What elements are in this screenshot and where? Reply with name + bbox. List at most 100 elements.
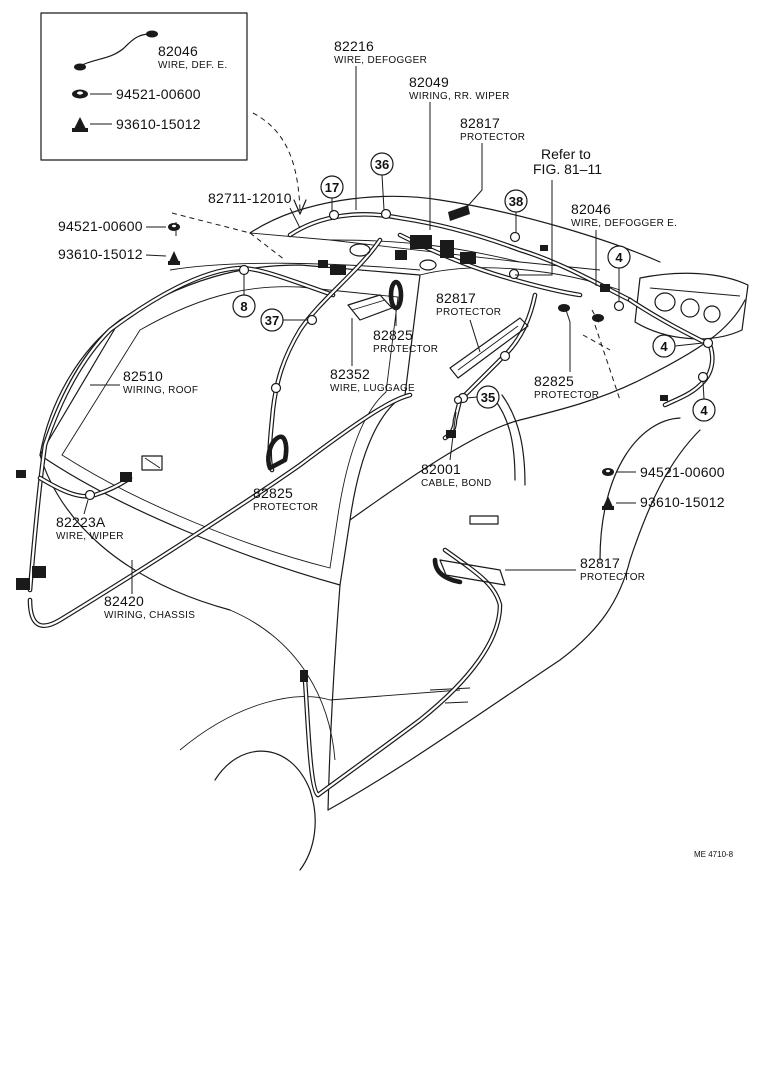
label-82352: 82352 WIRE, LUGGAGE [330, 318, 415, 394]
connector-callout-8: 8 [232, 275, 256, 318]
label-82825-mid: 82825 PROTECTOR [373, 310, 438, 355]
label-82825-right: 82825 PROTECTOR [534, 309, 599, 401]
connector-callout-37: 37 [260, 308, 307, 332]
part-number: 82046 [158, 43, 198, 59]
label-82001: 82001 CABLE, BOND [421, 411, 492, 489]
screw-icon-left [168, 251, 180, 265]
label-82817-top: 82817 PROTECTOR [460, 115, 525, 209]
part-name: PROTECTOR [253, 502, 318, 513]
reference-line-1: Refer to [541, 146, 591, 162]
rear-light-harness [627, 297, 715, 408]
connector-cluster-wiper [16, 455, 163, 590]
screw-inset-drawing [72, 117, 88, 132]
wire-def-e-inset-drawing [74, 30, 158, 71]
connector-number: 17 [325, 180, 339, 195]
part-name: PROTECTOR [534, 390, 599, 401]
part-name: WIRING, CHASSIS [104, 610, 195, 621]
connector-callout-38: 38 [504, 189, 528, 232]
part-name: WIRING, RR. WIPER [409, 91, 510, 102]
part-number: 82216 [334, 38, 374, 54]
part-number: 82825 [253, 485, 293, 501]
part-name: PROTECTOR [373, 344, 438, 355]
nut-inset-drawing [72, 89, 88, 99]
label-82420: 82420 WIRING, CHASSIS [104, 560, 195, 621]
label-82049: 82049 WIRING, RR. WIPER [409, 74, 510, 230]
part-number: 82510 [123, 368, 163, 384]
nut-icon-right [602, 468, 614, 476]
part-name: PROTECTOR [436, 307, 501, 318]
inset-frame [40, 12, 248, 161]
part-number: 82049 [409, 74, 449, 90]
connector-callout-36: 36 [370, 152, 394, 211]
label-94521-inset: 94521-00600 [116, 86, 201, 102]
nut-icon-left [168, 223, 180, 231]
connector-number: 4 [700, 403, 708, 418]
connector-number: 37 [265, 313, 279, 328]
label-82046-inset: 82046 WIRE, DEF. E. [158, 43, 227, 71]
wiper-wire-harness [37, 475, 133, 499]
part-number: 94521-00600 [58, 218, 143, 234]
dashed-line-bracket [171, 212, 251, 234]
connector-number: 4 [615, 250, 623, 265]
luggage-wire-harness [267, 237, 383, 473]
part-name: WIRE, LUGGAGE [330, 383, 415, 394]
dashed-line-ground [594, 324, 621, 401]
part-name: PROTECTOR [460, 132, 525, 143]
connector-cluster-misc [300, 245, 668, 682]
label-93610-left: 93610-15012 [58, 246, 167, 262]
protector-strip-floor [439, 559, 506, 586]
connector-number: 4 [660, 339, 668, 354]
part-number: 82817 [460, 115, 500, 131]
part-name: CABLE, BOND [421, 478, 492, 489]
part-number: 94521-00600 [640, 464, 725, 480]
label-82817-bottom: 82817 PROTECTOR [505, 555, 645, 583]
protector-strip-pillar [266, 434, 289, 471]
connector-callout-35: 35 [466, 385, 500, 409]
part-name: PROTECTOR [580, 572, 645, 583]
part-name: WIRE, DEFOGGER E. [571, 218, 677, 229]
protector-strip-mid [449, 317, 529, 379]
label-82711: 82711-12010 [208, 190, 301, 229]
part-name: WIRE, DEFOGGER [334, 55, 427, 66]
inset-box [40, 12, 248, 161]
connector-callout-4-bottom: 4 [692, 381, 716, 422]
part-number: 82420 [104, 593, 144, 609]
part-number: 93610-15012 [58, 246, 143, 262]
part-number: 82001 [421, 461, 461, 477]
part-number: 82817 [436, 290, 476, 306]
label-82510: 82510 WIRING, ROOF [90, 368, 198, 396]
label-82216: 82216 WIRE, DEFOGGER [334, 38, 427, 210]
label-93610-inset: 93610-15012 [116, 116, 201, 132]
harness-beads [84, 208, 714, 501]
label-94521-left: 94521-00600 [58, 218, 166, 234]
part-number: 82223A [56, 514, 106, 530]
label-82817-mid: 82817 PROTECTOR [436, 290, 501, 353]
label-93610-right: 93610-15012 [616, 494, 725, 510]
chassis-wiring-harness [27, 392, 413, 628]
label-82223a: 82223A WIRE, WIPER [56, 499, 124, 542]
inset-pointer [252, 112, 301, 211]
label-82046-right: 82046 WIRE, DEFOGGER E. [571, 201, 677, 286]
figure-code: ME 4710-8 [694, 850, 734, 859]
protector-oval-center [388, 279, 404, 311]
part-number: 82825 [373, 327, 413, 343]
roof-wiring-harness [27, 265, 336, 593]
label-94521-right: 94521-00600 [616, 464, 725, 480]
connector-callout-4-top: 4 [607, 245, 631, 301]
car-body-outline [39, 195, 749, 871]
part-name: WIRE, DEF. E. [158, 60, 227, 71]
reference-line-2: FIG. 81–11 [533, 161, 602, 177]
part-number: 93610-15012 [640, 494, 725, 510]
connector-cluster-trunk [318, 235, 476, 275]
connector-number: 35 [481, 390, 495, 405]
protector-block-top [448, 205, 470, 221]
part-number: 82711-12010 [208, 190, 292, 206]
part-number: 82352 [330, 366, 370, 382]
floor-harness [302, 547, 503, 798]
part-name: WIRE, WIPER [56, 531, 124, 542]
connector-callout-4-middle: 4 [652, 334, 704, 358]
connector-number: 36 [375, 157, 389, 172]
part-number: 82817 [580, 555, 620, 571]
door-harness-line [494, 394, 526, 486]
